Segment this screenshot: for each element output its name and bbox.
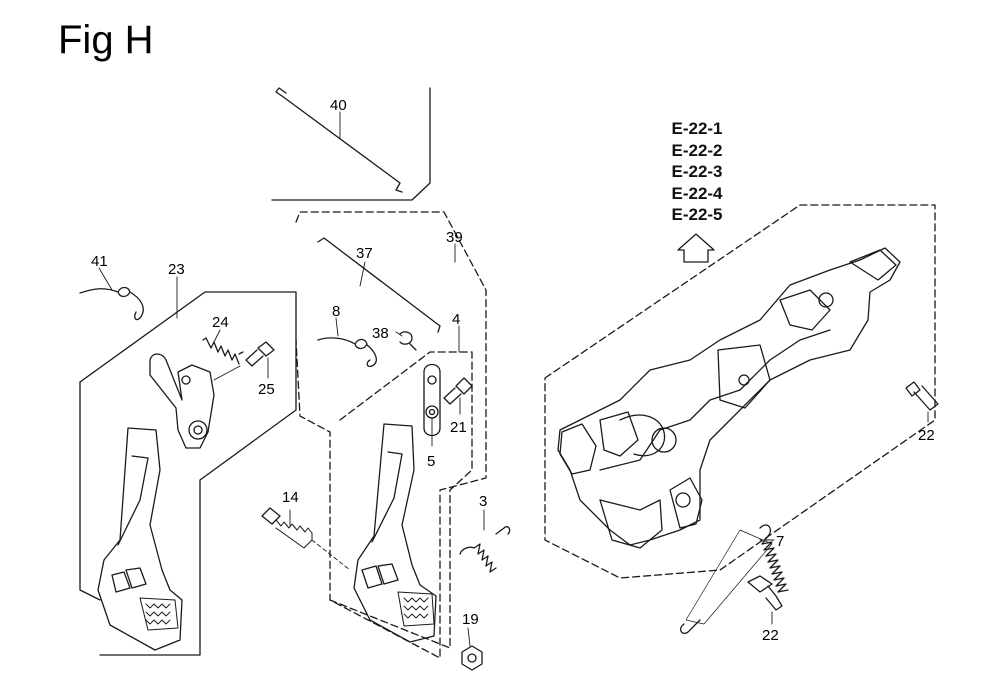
- rod-40-hook: [275, 87, 287, 94]
- assembly-4-frame: [329, 351, 473, 649]
- callout-25[interactable]: 25: [258, 381, 275, 398]
- rod-37: [317, 237, 441, 333]
- plate-5: [423, 363, 441, 437]
- assembly-39-parts: [261, 237, 511, 671]
- assembly-39: [295, 211, 487, 659]
- callout-39[interactable]: 39: [446, 229, 463, 246]
- reference-page-4[interactable]: E-22-4: [671, 183, 723, 203]
- assembly-23-frame-2: [79, 381, 101, 601]
- pedal-rib-4: [371, 451, 403, 543]
- assembly-main-frame: [544, 204, 936, 579]
- leader-25: [213, 365, 241, 381]
- assembly-main: [544, 204, 939, 634]
- plate-5-hole-mid: [425, 405, 439, 419]
- spring-7: [680, 524, 789, 634]
- callout-8[interactable]: 8: [332, 303, 340, 320]
- pedal-texture-23: [145, 603, 171, 625]
- base-block: [559, 411, 639, 475]
- pedal-pad-4: [397, 591, 435, 627]
- callout-labels: 40 41 23 24 25 37 39 8 38 4 21 5 14 3 19…: [91, 97, 935, 644]
- reference-page-3[interactable]: E-22-3: [671, 162, 723, 181]
- bolt-22-upper: [905, 381, 939, 423]
- control-plate: [557, 247, 901, 546]
- rod-40-frame: [271, 87, 431, 201]
- reference-page-5[interactable]: E-22-5: [671, 205, 723, 224]
- callout-24[interactable]: 24: [212, 314, 229, 331]
- callout-19[interactable]: 19: [462, 611, 479, 628]
- spring-41: [79, 286, 144, 321]
- callout-5[interactable]: 5: [427, 453, 435, 470]
- bolt-14: [261, 507, 351, 571]
- nut-19: [461, 645, 483, 671]
- bolt-21: [443, 377, 473, 415]
- lower-mount: [599, 477, 703, 549]
- leader-24: [213, 329, 221, 343]
- pedal-pad-23: [139, 597, 179, 631]
- lower-mount-hole: [675, 492, 691, 508]
- callout-7[interactable]: 7: [776, 533, 784, 550]
- pedal-lever-23: [97, 427, 183, 651]
- assembly-39-frame: [295, 211, 487, 659]
- pedal-lever-4: [353, 423, 437, 643]
- plate-5-hole-top: [427, 375, 437, 385]
- leader-19: [467, 627, 471, 647]
- callout-40[interactable]: 40: [330, 97, 347, 114]
- pedal-texture-4: [403, 597, 429, 619]
- spring-8: [317, 337, 377, 368]
- callout-3[interactable]: 3: [479, 493, 487, 510]
- lever-bracket-23: [149, 353, 215, 449]
- control-plate-detail-1: [599, 329, 831, 471]
- assembly-23-frame: [79, 291, 297, 656]
- spring-3: [459, 526, 511, 573]
- pedal-rib-23: [117, 455, 149, 546]
- pedal-slots-23: [111, 567, 147, 593]
- up-arrow: [677, 233, 715, 263]
- bolt-22-lower: [747, 575, 783, 625]
- leader-38: [395, 331, 403, 337]
- callout-14[interactable]: 14: [282, 489, 299, 506]
- bolt-25: [245, 341, 275, 379]
- callout-22-upper[interactable]: 22: [918, 427, 935, 444]
- plate-5-hole-mid-inner: [428, 408, 436, 416]
- shaft-hole: [651, 427, 677, 453]
- pivot-hole-23: [188, 420, 208, 440]
- rod-40: [275, 91, 403, 193]
- reference-page-list: E-22-1 E-22-2 E-22-3 E-22-4 E-22-5: [662, 118, 732, 226]
- reference-page-1[interactable]: E-22-1: [671, 119, 723, 138]
- callout-21[interactable]: 21: [450, 419, 467, 436]
- figure-title: Fig H: [58, 18, 154, 62]
- bracket-hole-23: [181, 375, 191, 385]
- reference-page-2[interactable]: E-22-2: [671, 140, 723, 160]
- leader-41: [98, 267, 113, 291]
- spring-24: [202, 337, 244, 365]
- bracket-hole-1: [818, 292, 834, 308]
- callout-23[interactable]: 23: [168, 261, 185, 278]
- control-plate-detail-2: [619, 414, 666, 457]
- assembly-23: [79, 267, 297, 656]
- callout-38[interactable]: 38: [372, 325, 389, 342]
- leader-37: [359, 261, 366, 287]
- clip-38: [399, 331, 417, 351]
- pedal-slots-4: [361, 563, 399, 589]
- callout-41[interactable]: 41: [91, 253, 108, 270]
- callout-37[interactable]: 37: [356, 245, 373, 262]
- callout-4[interactable]: 4: [452, 311, 460, 328]
- bracket-detail: [717, 249, 897, 409]
- bracket-hole-2: [738, 374, 750, 386]
- rod-40-group: [271, 87, 431, 201]
- leader-8: [335, 317, 339, 337]
- callout-22-lower[interactable]: 22: [762, 627, 779, 644]
- spring-7-outline: [685, 529, 773, 625]
- pivot-hole-inner-23: [193, 425, 203, 435]
